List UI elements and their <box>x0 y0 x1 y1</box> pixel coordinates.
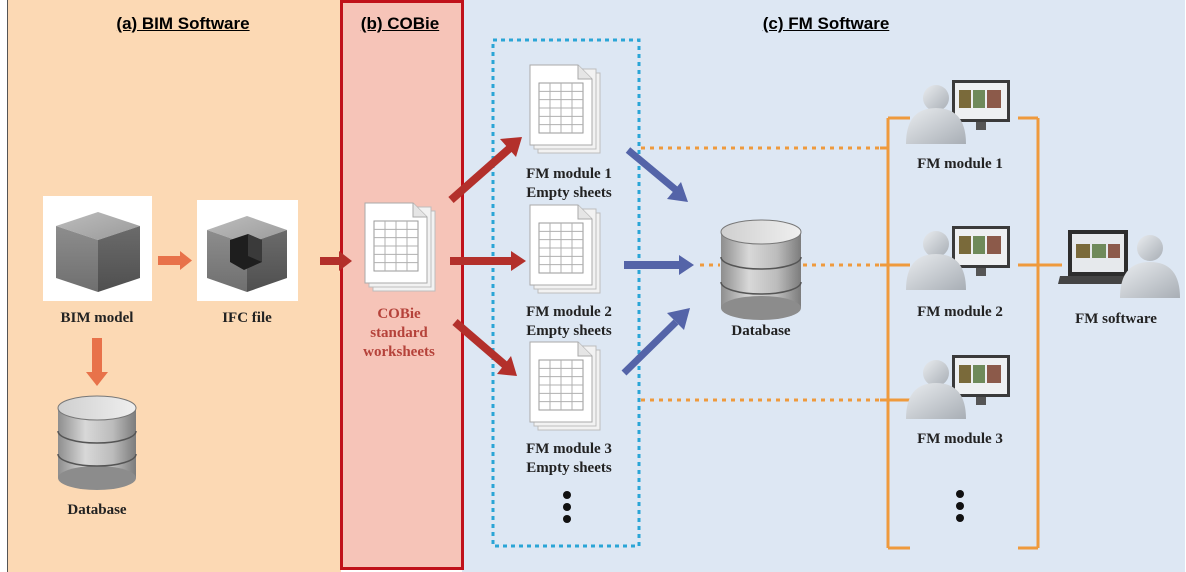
module3-to-database-arrow <box>621 308 690 376</box>
cobie-label-line1: COBie <box>377 306 421 322</box>
module-1-sheets: Empty sheets <box>526 185 612 201</box>
fm-software-label: FM software <box>1075 311 1157 327</box>
cobie-to-module2-arrow <box>450 251 526 271</box>
module-group-box <box>491 38 641 548</box>
module-2-sheets-icon <box>529 204 601 294</box>
fm-panel-title: (c) FM Software <box>762 14 890 33</box>
module-1-sheets-icon <box>529 64 601 154</box>
cobie-to-module3-arrow <box>452 318 517 376</box>
bim-to-database-arrow <box>86 338 108 386</box>
module1-to-database-arrow <box>625 147 688 202</box>
fm-user-2-icon <box>906 226 1010 290</box>
central-database-label: Database <box>731 323 791 339</box>
ifc-file-icon <box>197 200 298 301</box>
cobie-label-line2: standard <box>370 325 428 341</box>
cobie-to-module1-arrow <box>448 137 522 204</box>
module-2-name: FM module 2 <box>526 304 612 320</box>
bim-to-ifc-arrow <box>158 251 192 270</box>
module-1-label: FM module 1 Empty sheets <box>526 165 612 203</box>
dotted-connectors <box>641 146 880 402</box>
fm-user-1-icon <box>906 80 1010 144</box>
central-database-icon <box>720 219 802 320</box>
fm-module-bracket-left <box>880 116 910 550</box>
ifc-to-cobie-arrow <box>320 251 352 271</box>
bim-database-icon <box>57 395 137 490</box>
fm-user-3-icon <box>906 355 1010 419</box>
module2-to-database-arrow <box>624 255 694 275</box>
fm-user-1-label: FM module 1 <box>917 156 1003 172</box>
module-2-label: FM module 2 Empty sheets <box>526 303 612 341</box>
bim-panel-title: (a) BIM Software <box>116 14 250 33</box>
cobie-panel-title: (b) COBie <box>360 14 440 33</box>
bim-model-icon <box>43 196 152 301</box>
module-3-label: FM module 3 Empty sheets <box>526 440 612 478</box>
bim-model-label: BIM model <box>60 310 134 326</box>
bim-database-label: Database <box>67 502 127 518</box>
module-3-sheets: Empty sheets <box>526 460 612 476</box>
fm-software-icon <box>1058 230 1180 298</box>
module-3-name: FM module 3 <box>526 441 612 457</box>
more-users-ellipsis <box>956 490 964 522</box>
module-3-sheets-icon <box>529 341 601 431</box>
more-modules-ellipsis <box>563 491 571 523</box>
module-2-sheets: Empty sheets <box>526 323 612 339</box>
cobie-label: COBie standard worksheets <box>363 305 435 362</box>
ifc-file-label: IFC file <box>222 310 272 326</box>
cobie-worksheets-icon <box>364 202 436 292</box>
fm-module-bracket-right <box>1018 116 1062 550</box>
fm-user-2-label: FM module 2 <box>917 304 1003 320</box>
cobie-label-line3: worksheets <box>363 344 435 360</box>
fm-user-3-label: FM module 3 <box>917 431 1003 447</box>
module-1-name: FM module 1 <box>526 166 612 182</box>
